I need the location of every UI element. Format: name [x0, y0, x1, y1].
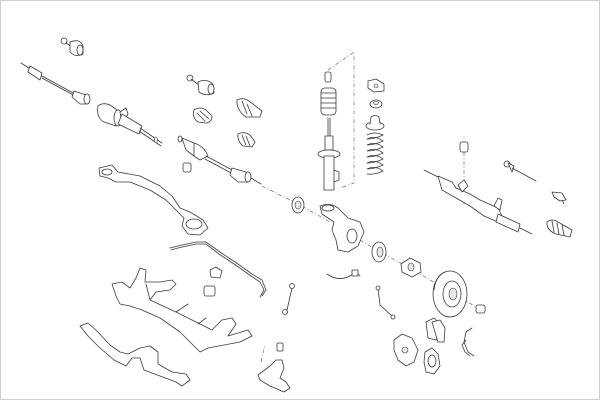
strut-dust-boot	[320, 87, 337, 116]
front-cross-member	[79, 322, 191, 387]
subframe	[111, 267, 253, 353]
drive-shaft-left	[20, 62, 91, 105]
drive-shaft-right	[177, 135, 262, 185]
wheel-hub	[400, 257, 422, 278]
caliper-carrier	[423, 347, 441, 375]
hub-bearing	[371, 241, 387, 263]
rack-boot	[546, 219, 573, 238]
upper-control-bracket	[98, 164, 209, 236]
strut-top-mount	[367, 78, 385, 93]
cv-joint-inner	[186, 74, 215, 96]
bushing-small	[182, 162, 192, 173]
steering-knuckle	[319, 204, 365, 253]
lower-control-arm	[257, 342, 291, 393]
brake-pads	[425, 317, 446, 343]
stabilizer-bar	[169, 241, 267, 298]
sensor-bracket	[326, 269, 361, 279]
brake-caliper	[393, 333, 419, 367]
coil-spring	[366, 132, 384, 175]
hub-nut	[475, 304, 486, 314]
intermediate-shaft	[97, 103, 163, 147]
shock-absorber	[317, 117, 341, 191]
cv-boot-3	[237, 132, 256, 148]
spring-seat	[365, 115, 385, 131]
steering-rack	[423, 169, 533, 235]
stabilizer-clamp-2	[203, 285, 216, 297]
cv-boot-2	[236, 98, 263, 118]
rack-bushing	[459, 141, 469, 153]
tie-rod-end	[551, 191, 567, 205]
abs-sensor	[375, 285, 396, 320]
strut-bump-stop	[324, 71, 332, 83]
strut-bearing	[369, 99, 383, 109]
pad-retaining-spring	[461, 327, 475, 357]
wheel-bearing-disk	[291, 196, 305, 214]
stabilizer-link	[282, 283, 295, 315]
cv-boot-1	[193, 107, 213, 124]
brake-disc	[432, 270, 468, 318]
stabilizer-clamp-1	[209, 266, 223, 279]
cv-joint-outer	[60, 37, 84, 56]
tie-rod	[503, 160, 537, 182]
